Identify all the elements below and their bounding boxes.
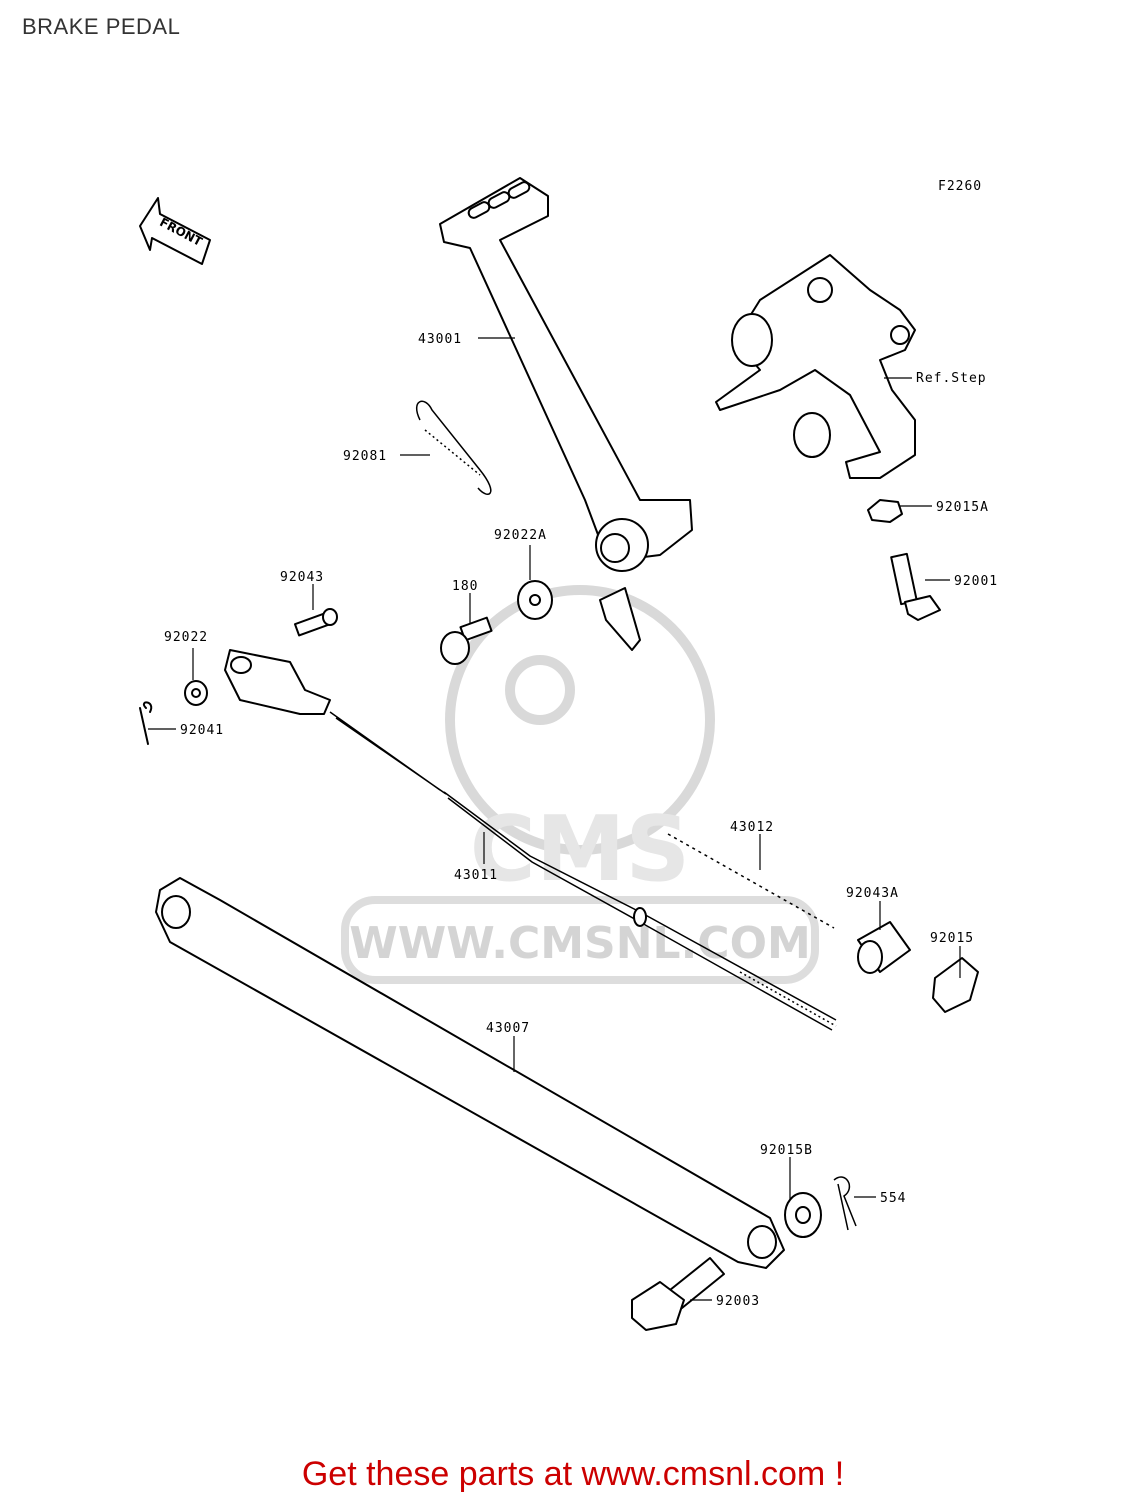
label-ref-step: Ref.Step — [916, 371, 987, 386]
watermark: CMS WWW.CMSNL.COM — [341, 585, 819, 984]
washer-92022a-hole — [529, 594, 541, 606]
front-arrow-icon: FRONT — [139, 197, 211, 265]
nut-92015b — [784, 1192, 822, 1238]
bolt-92001 — [890, 552, 941, 621]
label-92081: 92081 — [343, 449, 387, 464]
footer-link[interactable]: Get these parts at www.cmsnl.com ! — [301, 1455, 845, 1493]
label-92015b: 92015B — [760, 1143, 813, 1158]
watermark-logo-circle — [445, 585, 715, 855]
bolt-180 — [440, 616, 493, 665]
label-554: 554 — [880, 1191, 906, 1206]
label-92022: 92022 — [164, 630, 208, 645]
part-labels: 43001 Ref.Step 92081 92015A 92022A 92001… — [164, 332, 998, 1309]
label-43011: 43011 — [454, 868, 498, 883]
footstep-bracket — [715, 254, 916, 479]
washer-92022-hole — [191, 688, 201, 698]
label-92022a: 92022A — [494, 528, 547, 543]
clevis-joint — [224, 649, 331, 715]
label-92015: 92015 — [930, 931, 974, 946]
nut-92015 — [932, 957, 979, 1013]
label-92015a: 92015A — [936, 500, 989, 515]
figure-code: F2260 — [938, 179, 982, 194]
label-43012: 43012 — [730, 820, 774, 835]
label-180: 180 — [452, 579, 478, 594]
watermark-url: WWW.CMSNL.COM — [349, 918, 811, 969]
label-92001: 92001 — [954, 574, 998, 589]
nut-92015a — [867, 499, 903, 523]
label-43007: 43007 — [486, 1021, 530, 1036]
watermark-logo-text: CMS — [470, 797, 690, 902]
watermark-logo-eye — [505, 655, 575, 725]
spring-43012 — [667, 833, 835, 929]
label-92043a: 92043A — [846, 886, 899, 901]
watermark-banner — [341, 896, 819, 984]
brake-rod-43011 — [329, 711, 837, 1031]
bolt-92003 — [631, 1257, 725, 1331]
label-43001: 43001 — [418, 332, 462, 347]
pin-92043 — [293, 608, 338, 637]
leader-lines — [148, 337, 961, 1301]
label-92041: 92041 — [180, 723, 224, 738]
page-title: BRAKE PEDAL — [22, 14, 181, 39]
label-92043: 92043 — [280, 570, 324, 585]
cotter-pin-92041 — [139, 701, 153, 745]
brake-pedal-43001 — [439, 177, 693, 651]
clip-554 — [833, 1176, 857, 1231]
return-spring-92081 — [415, 400, 492, 495]
label-92003: 92003 — [716, 1294, 760, 1309]
collar-92043a — [857, 921, 911, 974]
lever-43007 — [155, 877, 785, 1269]
